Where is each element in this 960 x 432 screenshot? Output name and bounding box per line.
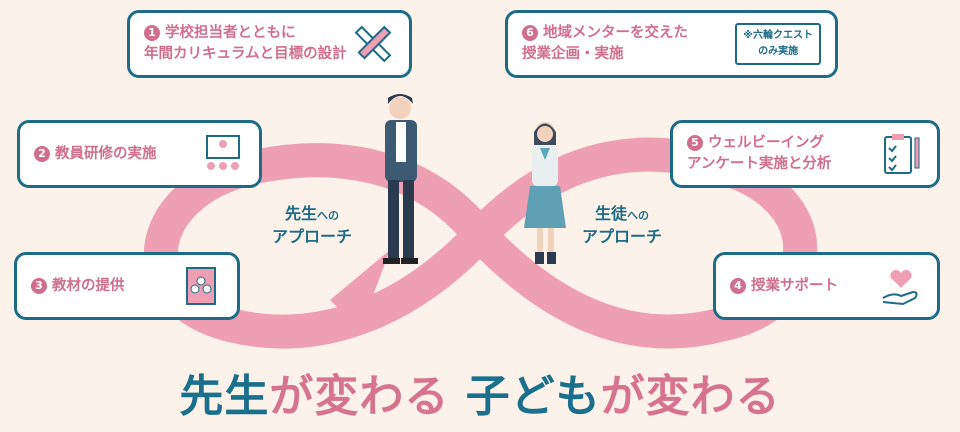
item-label: 授業サポート	[751, 277, 838, 294]
number-badge: 3	[31, 277, 47, 294]
item-label: 教材の提供	[52, 277, 125, 294]
item-label: 授業企画・実施	[522, 46, 624, 62]
item-label: 地域メンターを交えた	[543, 25, 688, 41]
item-6-card: 6 地域メンターを交えた授業企画・実施 ※六輪クエストのみ実施	[505, 10, 838, 78]
training-presentation-icon	[206, 135, 240, 170]
textbook-icon	[186, 267, 216, 305]
clipboard-checklist-icon	[884, 134, 920, 174]
number-badge: 2	[34, 145, 50, 162]
number-badge: 4	[730, 277, 746, 294]
teacher-figure	[383, 94, 418, 264]
note-badge: ※六輪クエストのみ実施	[735, 23, 821, 65]
item-label: 学校担当者とともに	[165, 25, 296, 41]
student-figure	[524, 122, 566, 264]
item-label: アンケート実施と分析	[687, 156, 832, 172]
item-1-card: 1 学校担当者とともに年間カリキュラムと目標の設計	[127, 10, 412, 78]
pencil-ruler-icon	[354, 25, 392, 63]
student-approach-label: 生徒へのアプローチ	[581, 204, 662, 246]
teacher-approach-label: 先生へのアプローチ	[271, 204, 352, 246]
item-2-card: 2 教員研修の実施	[17, 120, 262, 188]
headline: 先生が変わる 子どもが変わる	[179, 371, 781, 422]
item-3-card: 3 教材の提供	[14, 252, 240, 320]
note-text: ※六輪クエスト	[743, 30, 813, 41]
number-badge: 1	[144, 25, 160, 41]
arrow-head	[330, 250, 390, 330]
number-badge: 5	[687, 135, 703, 151]
note-text: のみ実施	[758, 46, 799, 57]
item-label: 教員研修の実施	[55, 145, 157, 162]
item-label: ウェルビーイング	[708, 135, 824, 151]
heart-hand-icon	[882, 269, 918, 306]
item-5-card: 5 ウェルビーイングアンケート実施と分析	[670, 120, 940, 188]
item-4-card: 4 授業サポート	[713, 252, 940, 320]
number-badge: 6	[522, 25, 538, 41]
item-label: 年間カリキュラムと目標の設計	[144, 46, 347, 62]
